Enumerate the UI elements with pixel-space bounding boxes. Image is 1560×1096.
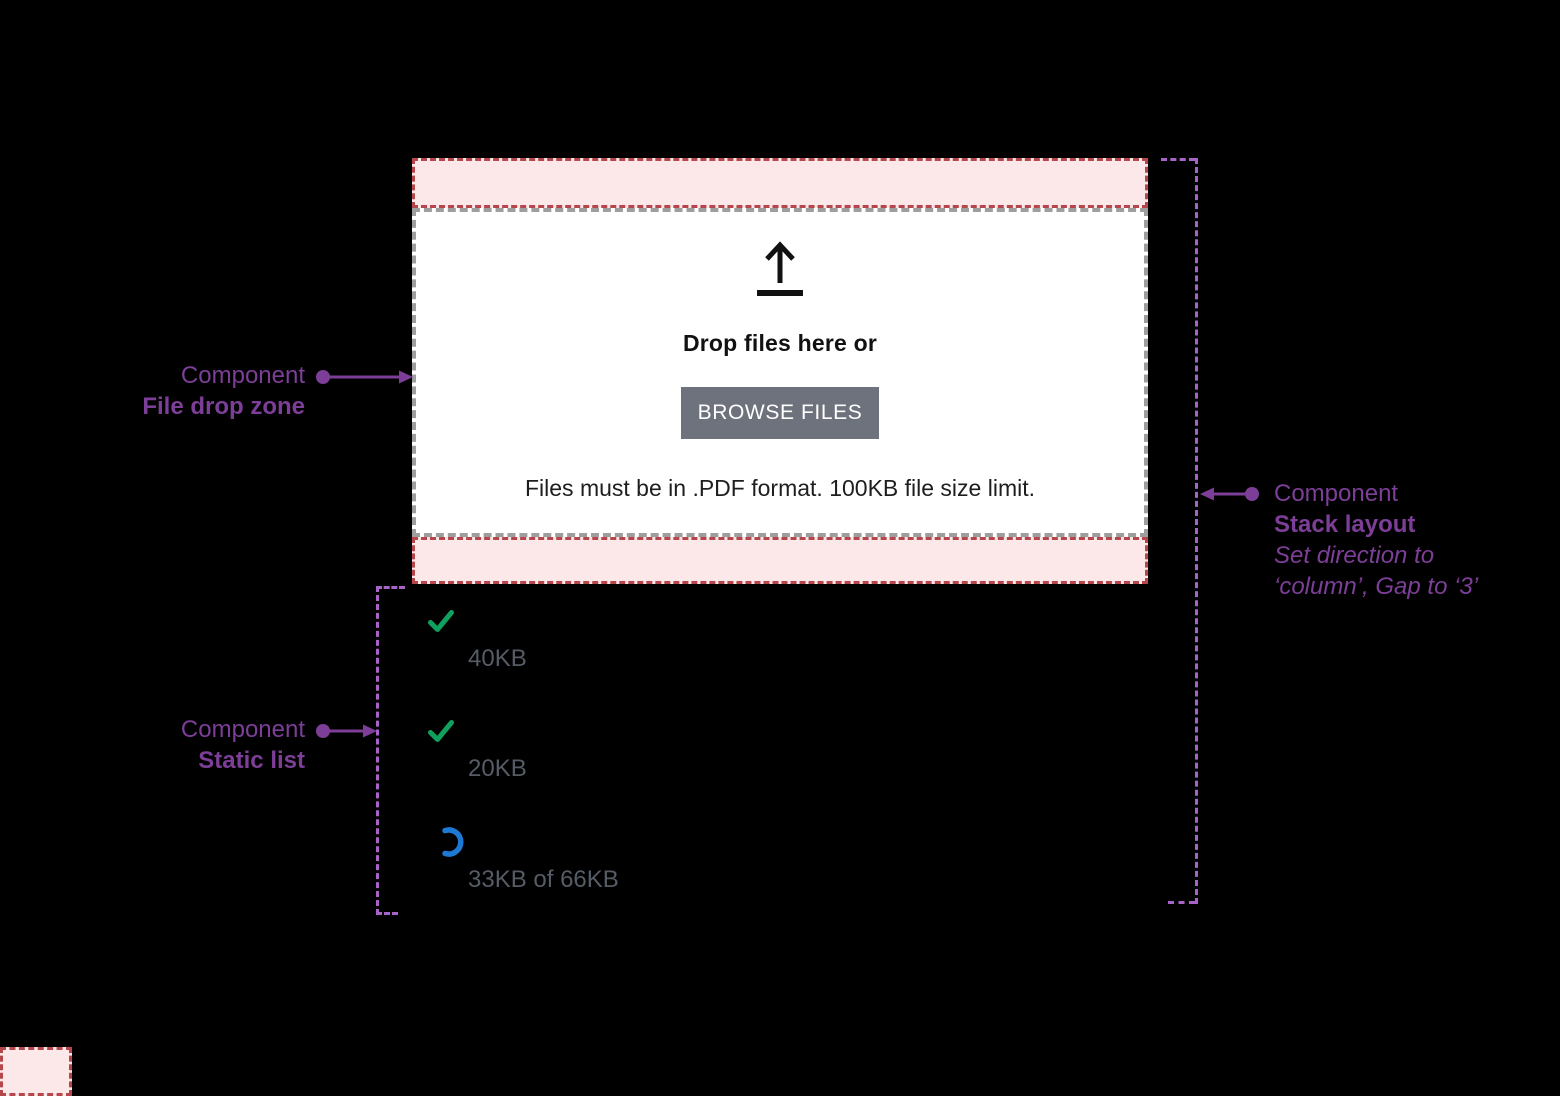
file-size-label: 33KB of 66KB (468, 866, 619, 893)
annotation-kind: Component (180, 716, 305, 743)
spinner-icon (442, 827, 464, 857)
check-icon (428, 610, 454, 632)
stack-layout-guide-top (1161, 158, 1195, 161)
annotation-file-drop-zone: Component File drop zone (142, 360, 305, 422)
upload-icon (757, 241, 803, 296)
dropzone-inner[interactable]: Drop files here or BROWSE FILES Files mu… (412, 208, 1148, 537)
pink-swatch (0, 1047, 72, 1096)
static-list-guide-left (376, 586, 379, 915)
file-drop-zone[interactable]: Drop files here or BROWSE FILES Files mu… (412, 158, 1148, 584)
dropzone-heading: Drop files here or (682, 330, 878, 356)
annotation-arrow-left (1200, 487, 1259, 501)
annotation-kind: Component (180, 362, 305, 389)
static-list-guide-bottom (376, 912, 398, 915)
annotation-kind: Component (1274, 480, 1399, 507)
dropzone-padding-top (412, 158, 1148, 208)
file-size-label: 20KB (468, 755, 527, 782)
annotation-stack-layout: Component Stack layout Set direction to … (1274, 478, 1478, 602)
check-icon (428, 720, 454, 742)
annotation-arrow-right (316, 370, 413, 384)
stack-layout-guide-right (1195, 158, 1198, 904)
stack-layout-guide-bottom (1168, 901, 1195, 904)
file-size-label: 40KB (468, 645, 527, 672)
dropzone-hint: Files must be in .PDF format. 100KB file… (525, 475, 1035, 501)
browse-files-button[interactable]: BROWSE FILES (681, 387, 879, 439)
annotation-name: Stack layout (1274, 511, 1416, 538)
annotation-name: File drop zone (142, 393, 305, 420)
annotation-note: Set direction to (1274, 542, 1435, 569)
static-list-guide-top (376, 586, 405, 589)
annotation-note: ‘column’, Gap to ‘3’ (1274, 573, 1479, 600)
annotation-static-list: Component Static list (181, 714, 305, 776)
annotation-arrow-right (316, 724, 377, 738)
annotation-name: Static list (198, 747, 305, 774)
dropzone-padding-bottom (412, 537, 1148, 584)
